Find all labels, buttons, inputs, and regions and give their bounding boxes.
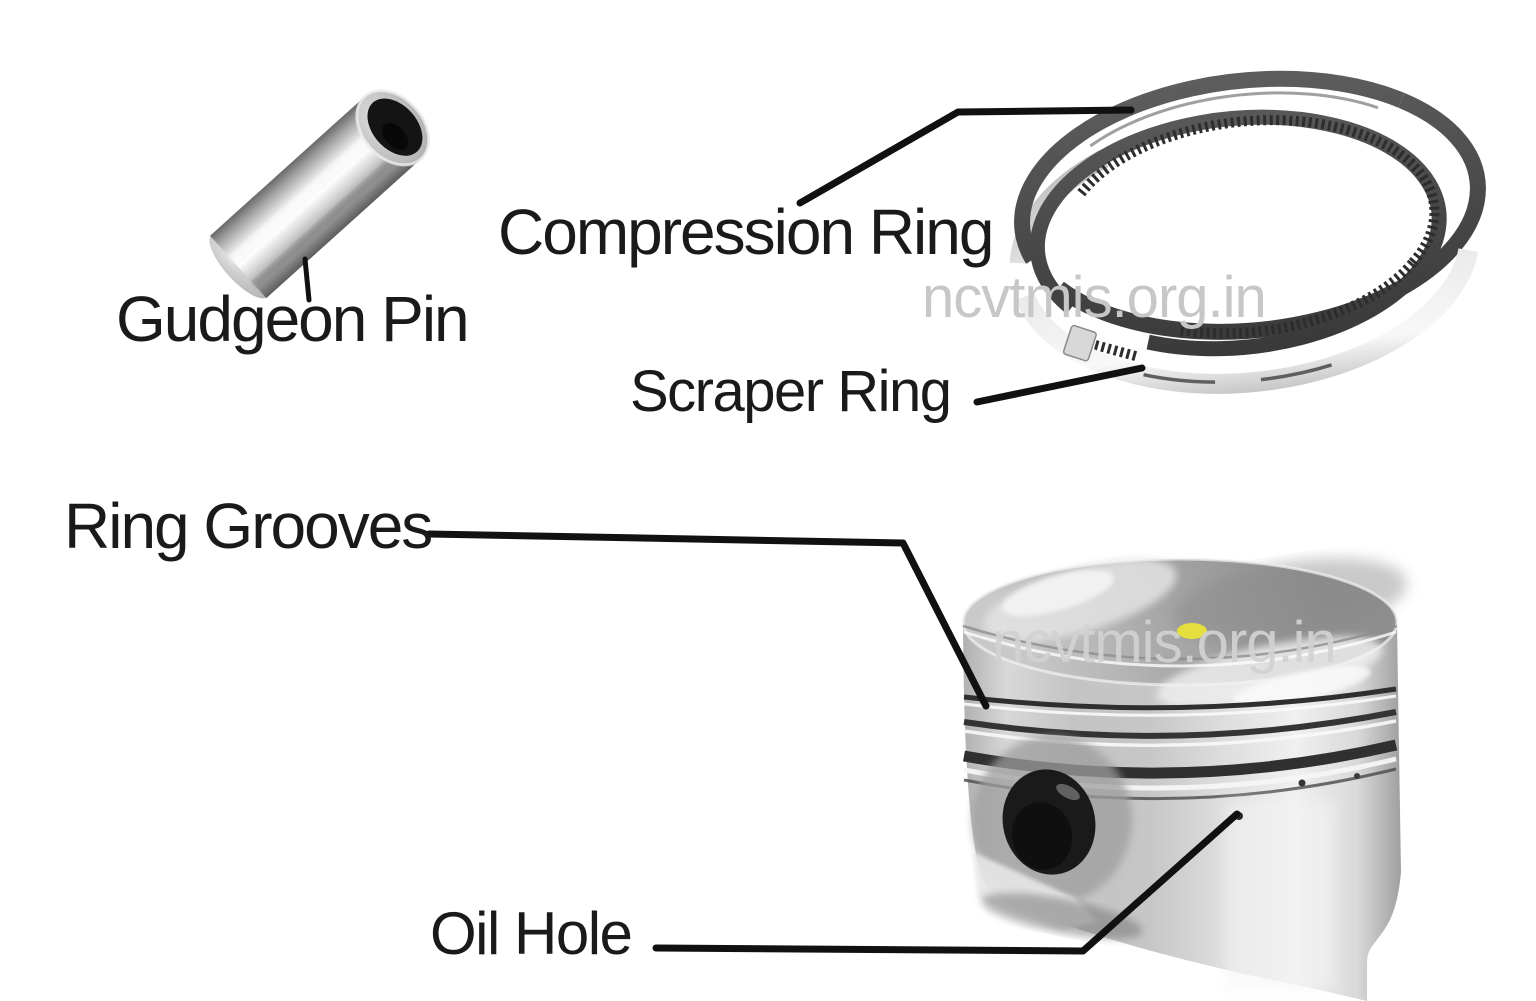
leader-line-scraper-ring xyxy=(973,364,1146,406)
leader-line-compression-ring xyxy=(796,106,1135,207)
leader-line-ring-grooves xyxy=(425,530,990,710)
piston-rings-photo xyxy=(1009,70,1486,394)
label-ring-grooves: Ring Grooves xyxy=(64,490,433,562)
piston-photo xyxy=(961,557,1407,1001)
leader-line-gudgeon-pin xyxy=(302,256,312,303)
gudgeon-pin-photo xyxy=(209,89,431,299)
watermark-text-1: ncvtmis.org.in xyxy=(922,265,1267,330)
leader-line-oil-hole xyxy=(652,810,1241,955)
label-oil-hole: Oil Hole xyxy=(430,900,633,967)
label-scraper-ring: Scraper Ring xyxy=(630,359,952,424)
label-compression-ring: Compression Ring xyxy=(498,196,994,268)
label-gudgeon-pin: Gudgeon Pin xyxy=(116,283,470,355)
watermark-text-2: ncvtmis.org.in xyxy=(992,610,1337,675)
